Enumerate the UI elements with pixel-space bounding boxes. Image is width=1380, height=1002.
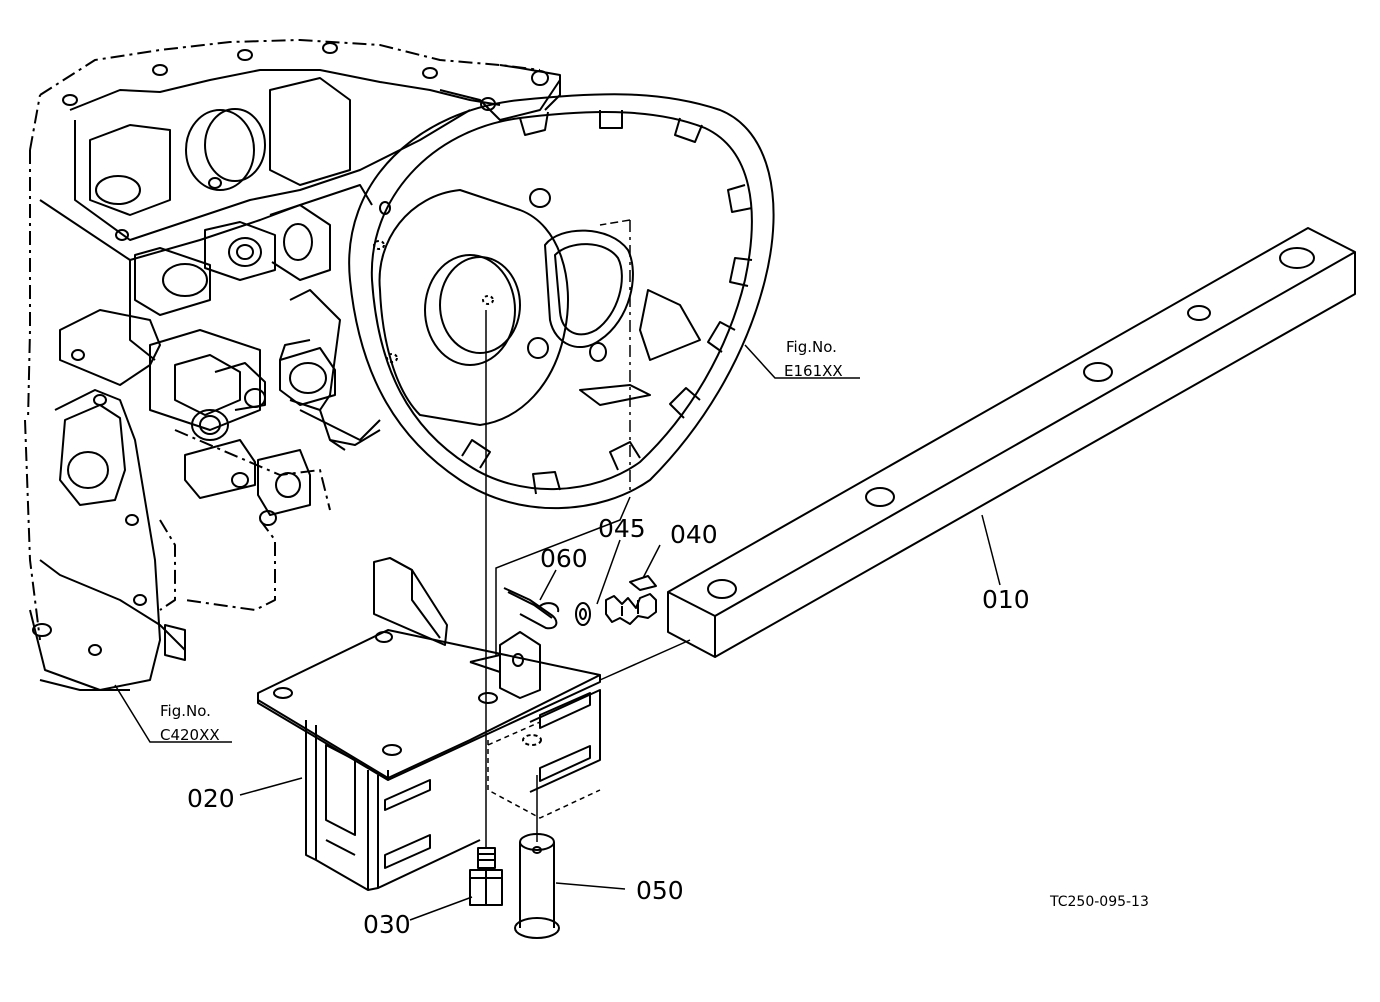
fig-ref-code-1: E161XX [784,362,843,380]
callout-045: 045 [598,514,646,543]
leader-lines [114,344,1001,921]
pin-drawing [514,833,560,939]
callout-030: 030 [363,910,411,939]
callout-050: 050 [636,876,684,905]
fig-ref-label-2: Fig.No. [160,702,211,720]
fig-ref-code-2: C420XX [160,726,220,744]
frame-bar-drawing [667,227,1356,658]
bolt-drawing [469,847,503,906]
flywheel-housing-outline [279,64,775,510]
front-bracket-drawing [257,557,601,891]
fig-ref-label-1: Fig.No. [786,338,837,356]
spring-clip-drawing [503,587,560,630]
callout-020: 020 [187,784,235,813]
document-id: TC250-095-13 [1049,894,1149,910]
callout-040: 040 [670,520,718,549]
washer-drawing [575,602,591,626]
assembly-lines [485,310,691,848]
grease-nipple-drawing [605,575,657,625]
callout-010: 010 [982,585,1030,614]
callout-060: 060 [540,544,588,573]
